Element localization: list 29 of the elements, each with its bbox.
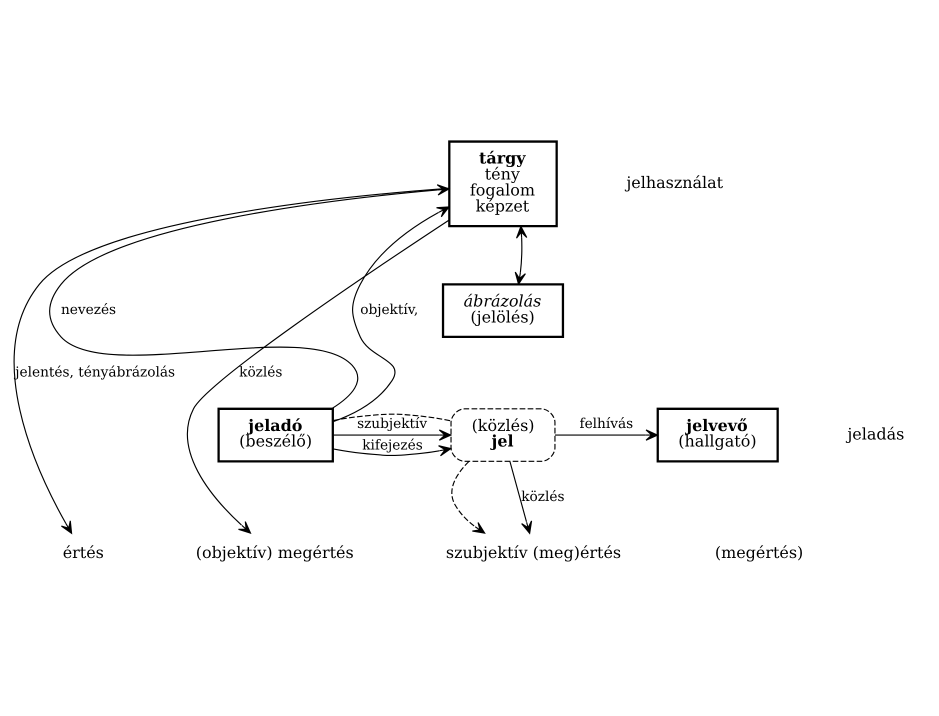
node-box: jelvevő (hallgató) bbox=[656, 408, 778, 462]
arrow bbox=[554, 429, 658, 441]
edge-label: felhívás bbox=[579, 416, 633, 432]
arrow bbox=[450, 461, 485, 534]
arrow bbox=[514, 226, 527, 285]
label: jelhasználat bbox=[626, 173, 723, 192]
edge-label: közlés bbox=[238, 364, 282, 380]
arrow bbox=[332, 445, 451, 456]
node-box: ábrázolás (jelölés) bbox=[441, 283, 564, 338]
arrow bbox=[332, 429, 451, 441]
node-box: tárgy tény fogalom képzet bbox=[448, 140, 558, 228]
label: jeladás bbox=[846, 424, 904, 444]
arrow bbox=[186, 220, 449, 534]
connector bbox=[332, 414, 450, 422]
edge-label: kifejezés bbox=[362, 437, 422, 454]
node-box: (közlés) jel bbox=[450, 408, 556, 462]
node-text: szubjektív (meg)értés bbox=[445, 543, 621, 562]
arrow bbox=[332, 206, 450, 422]
label: (megértés) bbox=[714, 543, 803, 562]
node-box: jeladó (beszélő) bbox=[216, 408, 334, 462]
edge-label: objektív, bbox=[360, 302, 418, 318]
arrow bbox=[508, 461, 532, 534]
node-text: (objektív) megértés bbox=[195, 543, 354, 562]
arrow bbox=[13, 188, 449, 534]
edge-label: közlés bbox=[520, 488, 564, 505]
arrow bbox=[48, 184, 450, 410]
node-text: értés bbox=[62, 543, 104, 562]
edge-label: szubjektív bbox=[356, 416, 427, 432]
edge-label: nevezés bbox=[60, 302, 116, 318]
